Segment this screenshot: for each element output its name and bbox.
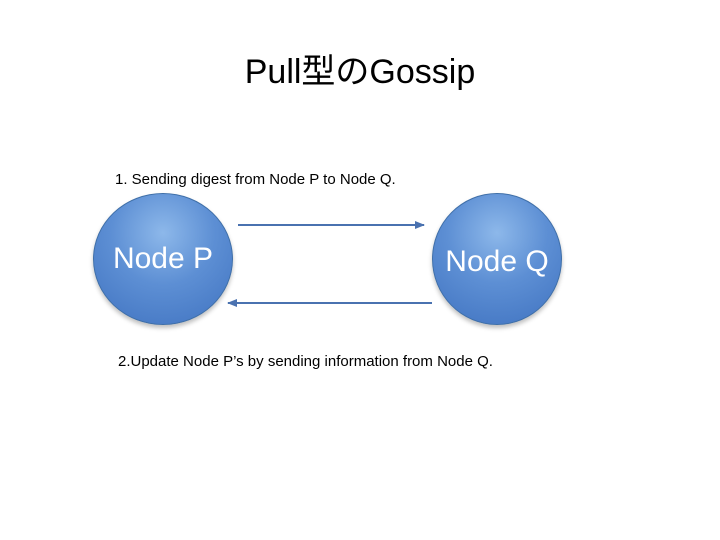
node-q: Node Q — [432, 193, 562, 325]
slide-title: Pull型のGossip — [244, 53, 476, 91]
node-p: Node P — [93, 193, 233, 325]
node-q-label: Node Q — [445, 245, 549, 278]
edge-label-digest: 1. Sending digest from Node P to Node Q. — [115, 171, 396, 188]
edge-label-update: 2.Update Node P’s by sending information… — [118, 353, 493, 370]
node-p-label: Node P — [112, 242, 214, 275]
